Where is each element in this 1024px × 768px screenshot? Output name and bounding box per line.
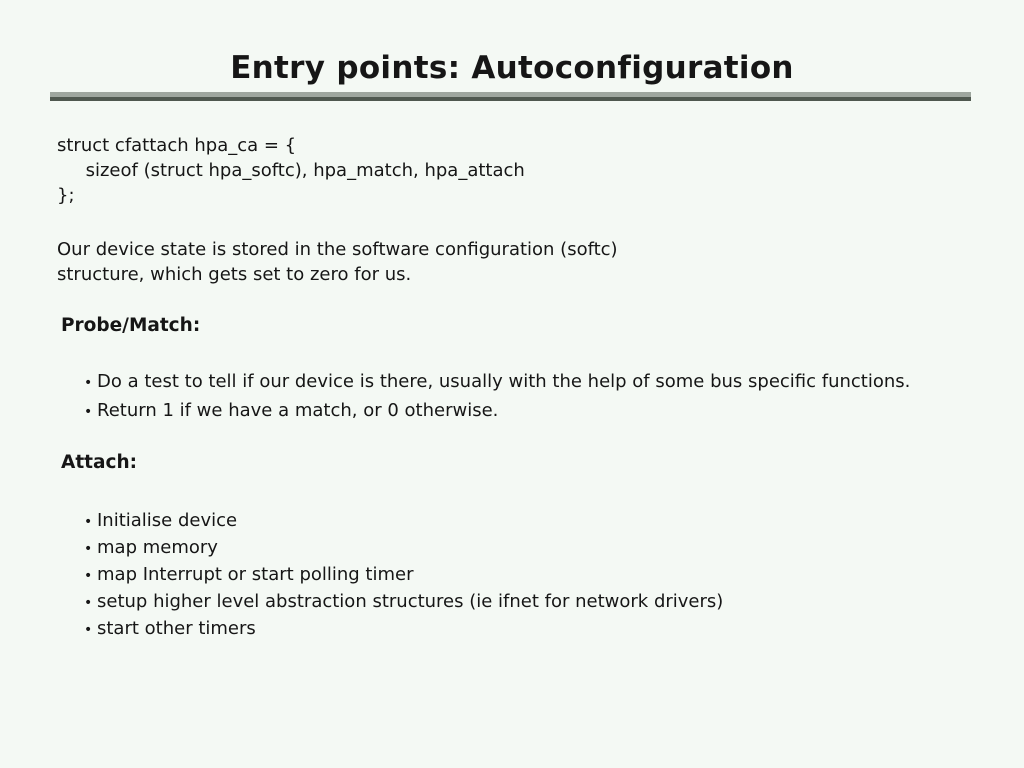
bullet-text: Return 1 if we have a match, or 0 otherw… (97, 400, 499, 421)
title-underline-light (50, 92, 971, 97)
bullet-text: Initialise device (97, 510, 238, 531)
list-item: • setup higher level abstraction structu… (84, 589, 723, 616)
list-item: • map Interrupt or start polling timer (84, 562, 723, 589)
bullet-text: setup higher level abstraction structure… (97, 591, 724, 612)
section-heading-attach: Attach: (61, 452, 138, 473)
bullet-icon: • (84, 568, 93, 584)
intro-paragraph: Our device state is stored in the softwa… (57, 239, 618, 285)
bullet-icon: • (84, 375, 93, 391)
bullet-icon: • (84, 404, 93, 420)
bullet-text: map Interrupt or start polling timer (97, 564, 414, 585)
bullet-icon: • (84, 595, 93, 611)
list-item: • Return 1 if we have a match, or 0 othe… (84, 397, 910, 426)
bullet-text: start other timers (97, 618, 256, 639)
list-item: • map memory (84, 535, 723, 562)
list-item: • start other timers (84, 616, 723, 643)
section-heading-probe-match: Probe/Match: (61, 315, 201, 336)
probe-match-bullet-list: • Do a test to tell if our device is the… (84, 368, 910, 426)
slide-title: Entry points: Autoconfiguration (230, 50, 794, 86)
bullet-icon: • (84, 541, 93, 557)
code-block: struct cfattach hpa_ca = { sizeof (struc… (57, 135, 525, 206)
title-underline (50, 92, 971, 101)
bullet-text: map memory (97, 537, 218, 558)
bullet-icon: • (84, 622, 93, 638)
attach-bullet-list: • Initialise device • map memory • map I… (84, 508, 723, 643)
list-item: • Initialise device (84, 508, 723, 535)
bullet-text: Do a test to tell if our device is there… (97, 371, 911, 392)
bullet-icon: • (84, 514, 93, 530)
title-underline-dark (50, 97, 971, 101)
list-item: • Do a test to tell if our device is the… (84, 368, 910, 397)
